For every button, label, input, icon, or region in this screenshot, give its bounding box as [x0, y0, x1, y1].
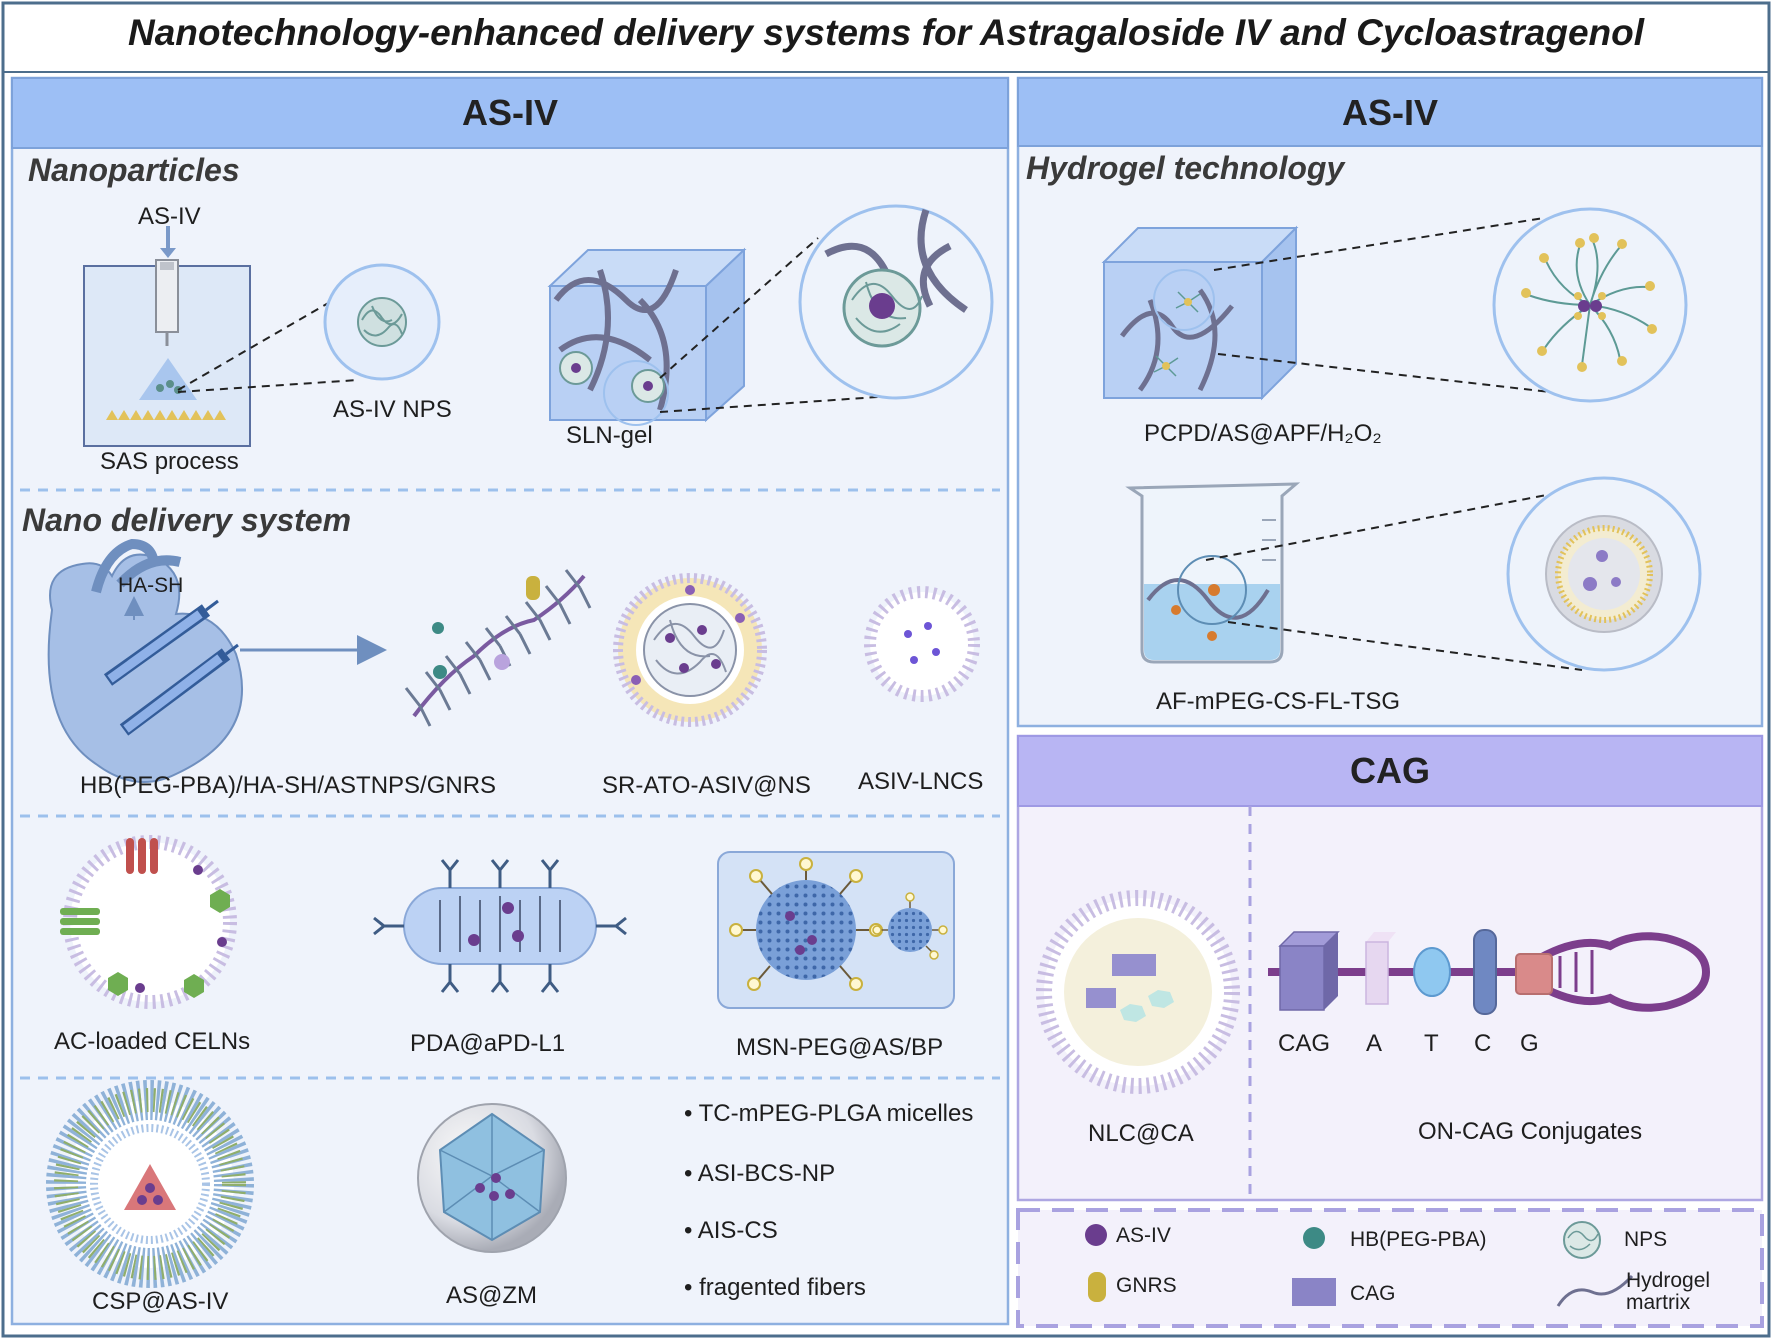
- beaker: [1125, 482, 1301, 664]
- legend-hb-icon: [1303, 1227, 1325, 1249]
- sln-gel-caption: SLN-gel: [566, 422, 653, 449]
- legend-as-iv-label: AS-IV: [1116, 1224, 1171, 1247]
- polymer-chain-illustration: [404, 569, 592, 727]
- nano-delivery-heading: Nano delivery system: [22, 502, 352, 538]
- sln-gel-cube: [547, 247, 747, 426]
- syringe-2: [119, 643, 239, 736]
- legend-gnrs-icon: [1088, 1272, 1106, 1302]
- pda-apd-l1-rod: [373, 859, 627, 993]
- legend-nps-icon: [1563, 1221, 1601, 1259]
- pda-caption: PDA@aPD-L1: [410, 1030, 566, 1057]
- asiv-lncs-liposome: [864, 586, 980, 702]
- legend-cag-label: CAG: [1350, 1282, 1396, 1305]
- csp-as-iv-micelle: [46, 1080, 254, 1288]
- conj-label-g: G: [1520, 1030, 1539, 1057]
- asiv-lncs-caption: ASIV-LNCS: [858, 768, 984, 795]
- as-iv-nps-caption: AS-IV NPS: [333, 396, 452, 423]
- nanoparticles-heading: Nanoparticles: [28, 152, 240, 188]
- right-top-header-bar: [1017, 77, 1763, 147]
- hydrogel-liposome-zoom: [1506, 476, 1702, 672]
- sr-ato-caption: SR-ATO-ASIV@NS: [602, 772, 811, 799]
- legend-gnrs-label: GNRS: [1116, 1274, 1177, 1297]
- left-header: AS-IV: [461, 92, 558, 133]
- sr-ato-asiv-ns-particle: [613, 573, 767, 727]
- legend-hb-label: HB(PEG-PBA): [1350, 1228, 1487, 1251]
- sas-process-diagram: [83, 226, 251, 447]
- on-cag-caption: ON-CAG Conjugates: [1418, 1118, 1643, 1145]
- msn-peg-as-bp-box: [717, 851, 955, 1009]
- bullet-list-item: • fragented fibers: [684, 1274, 866, 1301]
- conj-label-cag: CAG: [1278, 1030, 1331, 1057]
- msn-caption: MSN-PEG@AS/BP: [736, 1034, 944, 1061]
- ac-loaded-celns-vesicle: [60, 835, 237, 1009]
- legend-cag-icon: [1292, 1278, 1336, 1306]
- conj-label-a: A: [1366, 1030, 1383, 1057]
- pcpd-caption: PCPD/AS@APF/H₂O₂: [1144, 420, 1382, 447]
- t-ellipse: [1413, 947, 1451, 997]
- syringe-1: [103, 599, 219, 686]
- conj-label-t: T: [1424, 1030, 1439, 1057]
- af-mpeg-caption: AF-mPEG-CS-FL-TSG: [1156, 688, 1400, 715]
- g-block: [1515, 953, 1553, 995]
- legend-nps-label: NPS: [1624, 1228, 1668, 1251]
- nlc-ca-caption: NLC@CA: [1088, 1120, 1194, 1147]
- hydrogel-heading: Hydrogel technology: [1026, 150, 1345, 186]
- cag-header-bar: [1017, 735, 1763, 807]
- nlc-ca-particle: [1036, 890, 1240, 1094]
- conj-label-c: C: [1474, 1030, 1492, 1057]
- legend-box: [1016, 1208, 1764, 1328]
- on-cag-conjugate: [1268, 929, 1711, 1015]
- as-iv-input-label: AS-IV: [138, 203, 201, 230]
- hydrogel-micelle-zoom: [1492, 207, 1688, 403]
- bullet-list-item: • TC-mPEG-PLGA micelles: [684, 1100, 974, 1127]
- right-top-header: AS-IV: [1341, 92, 1438, 133]
- as-zm-caption: AS@ZM: [446, 1282, 538, 1309]
- csp-caption: CSP@AS-IV: [92, 1288, 229, 1315]
- cag-cube: [1278, 931, 1340, 1011]
- legend-hydrogel-icon: [1556, 1274, 1634, 1307]
- hydrogel-cube: [1101, 225, 1299, 401]
- figure-title: Nanotechnology-enhanced delivery systems…: [127, 12, 1645, 53]
- as-zm-sphere: [417, 1103, 567, 1253]
- ac-celns-caption: AC-loaded CELNs: [54, 1028, 251, 1055]
- legend-hydrogel-label: Hydrogel martrix: [1626, 1269, 1711, 1314]
- a-block: [1365, 932, 1396, 1005]
- sas-process-caption: SAS process: [100, 448, 239, 475]
- bullet-list-item: • ASI-BCS-NP: [684, 1160, 836, 1187]
- as-iv-nps-zoom: [323, 263, 441, 381]
- left-header-bar: [11, 77, 1009, 149]
- cag-header: CAG: [1350, 750, 1430, 791]
- ha-sh-label: HA-SH: [118, 574, 184, 597]
- c-cylinder: [1473, 929, 1497, 1015]
- heart-illustration: [47, 538, 244, 783]
- hb-system-caption: HB(PEG-PBA)/HA-SH/ASTNPS/GNRS: [80, 772, 497, 799]
- sln-gel-zoom: [798, 204, 994, 400]
- bullet-list-item: • AIS-CS: [684, 1217, 778, 1244]
- legend-as-iv-icon: [1085, 1224, 1107, 1246]
